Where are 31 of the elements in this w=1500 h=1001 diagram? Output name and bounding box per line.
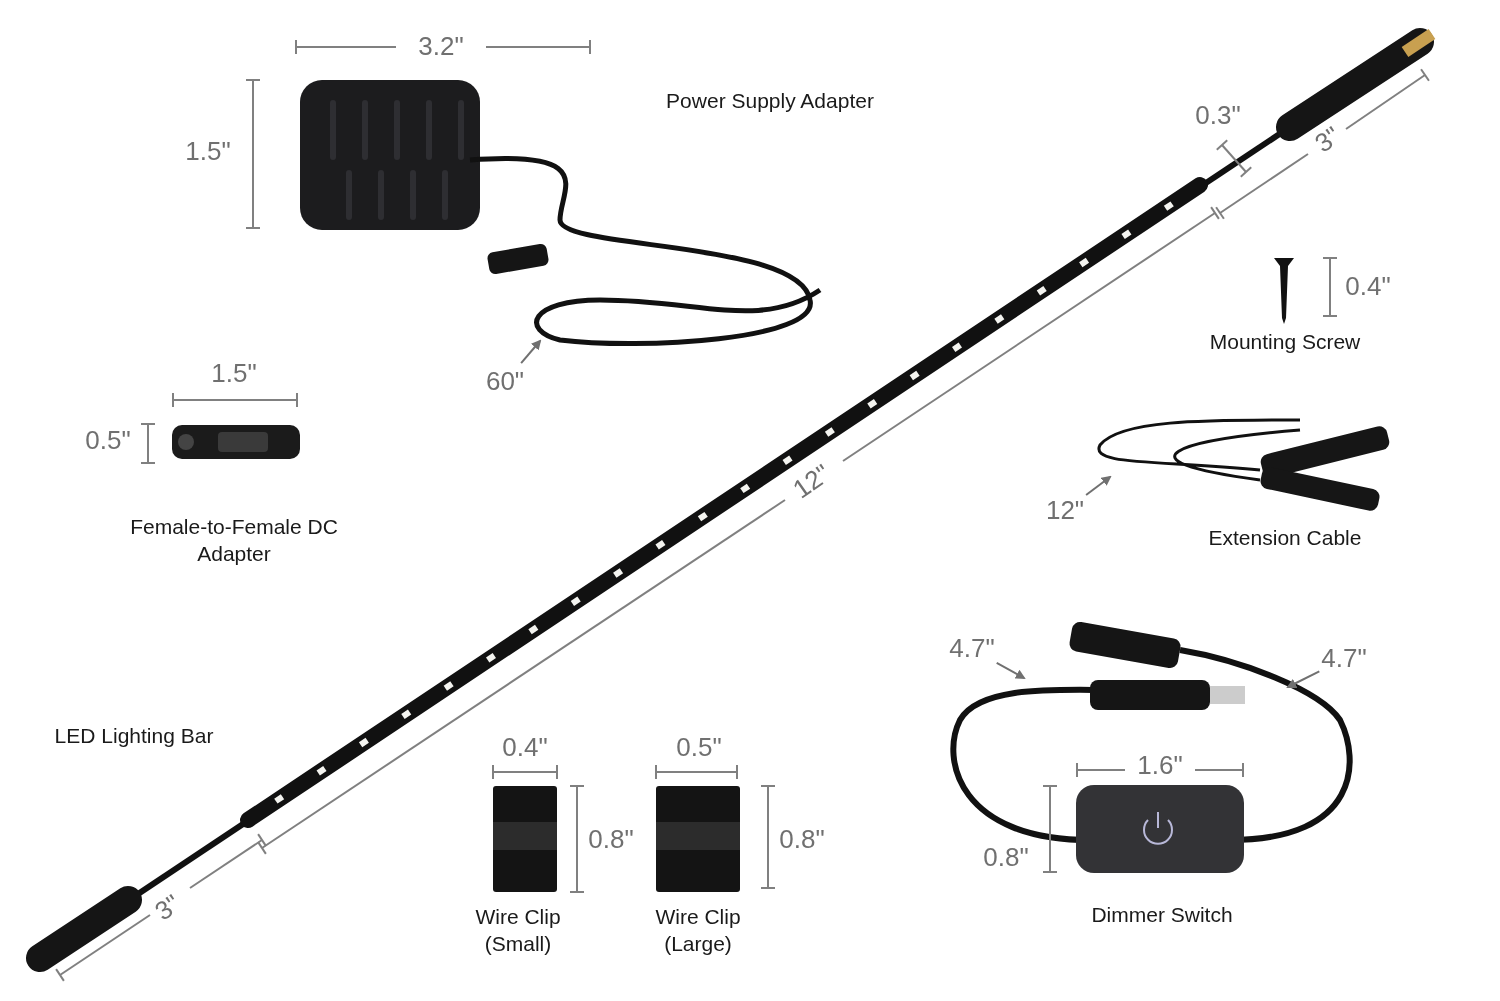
- dimension-label: 1.6": [1137, 749, 1183, 783]
- dimension-label: 60": [485, 365, 525, 399]
- leader-arrow: [520, 339, 542, 365]
- dimension-label: 3": [1308, 119, 1347, 161]
- dimension-label: 0.8": [779, 823, 825, 857]
- dimension-label: 12": [1045, 494, 1085, 528]
- part-name: Wire Clip (Small): [474, 903, 562, 957]
- dimension-label: 0.4": [1345, 270, 1391, 304]
- dimension-label: 3.2": [418, 30, 464, 64]
- part-name: Female-to-Female DC Adapter: [129, 513, 339, 567]
- dimension-label: 0.5": [676, 731, 722, 765]
- dimension-label: 3": [148, 887, 187, 929]
- part-name: Power Supply Adapter: [666, 88, 874, 115]
- dimension-label: 0.3": [1195, 99, 1241, 133]
- leader-arrow: [1286, 670, 1321, 688]
- part-name: Wire Clip (Large): [654, 903, 742, 957]
- dimension-label: 1.5": [211, 357, 257, 391]
- dimension-label: 0.8": [983, 841, 1029, 875]
- leader-arrow: [1085, 475, 1112, 497]
- part-name: Extension Cable: [1208, 525, 1362, 552]
- dimension-label: 4.7": [1321, 642, 1367, 676]
- part-name: LED Lighting Bar: [54, 723, 214, 750]
- dimension-label: 1.5": [185, 135, 231, 169]
- part-name: Mounting Screw: [1209, 329, 1361, 356]
- leader-arrow: [995, 661, 1026, 679]
- dimension-label: 0.8": [588, 823, 634, 857]
- dimension-label: 0.5": [85, 424, 131, 458]
- dimension-label: 4.7": [949, 632, 995, 666]
- dimension-label: 12": [786, 457, 837, 507]
- part-name: Dimmer Switch: [1091, 902, 1233, 929]
- dimension-label: 0.4": [502, 731, 548, 765]
